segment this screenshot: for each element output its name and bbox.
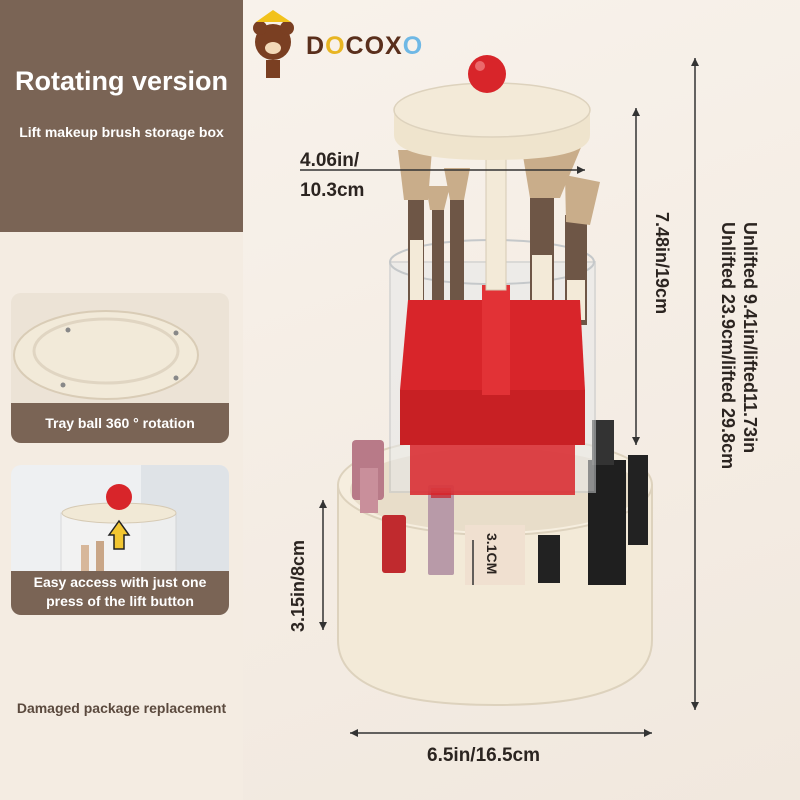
inner-depth-label: 3.1CM <box>484 533 500 575</box>
left-panel: Rotating version Lift makeup brush stora… <box>0 0 243 800</box>
feature-caption-lift-line2: press of the lift button <box>46 593 194 609</box>
base-width-label: 6.5in/16.5cm <box>427 745 541 766</box>
thumbnail-lift: Easy access with just one press of the l… <box>11 465 229 615</box>
thumbnail-tray: Tray ball 360 ° rotation <box>11 293 229 443</box>
tube-height-label: 7.48in/19cm <box>652 212 672 315</box>
feature-caption-rotation: Tray ball 360 ° rotation <box>11 403 229 443</box>
logo-letter-o2: O <box>402 32 424 60</box>
feature-caption-lift-line1: Easy access with just one <box>33 574 207 590</box>
lid-width-cm: 10.3cm <box>300 180 365 201</box>
logo-letter-d: D <box>306 32 326 60</box>
lid-width-in: 4.06in/ <box>300 150 360 171</box>
feature-caption-lift: Easy access with just one press of the l… <box>11 571 229 615</box>
total-height-line1: Unlifted 9.41in/lifted11.73in <box>740 222 760 454</box>
base-height-label: 3.15in/8cm <box>288 539 308 632</box>
panel-subtitle: Lift makeup brush storage box <box>19 124 224 140</box>
panel-title: Rotating version <box>14 66 229 96</box>
header-box: Rotating version Lift makeup brush stora… <box>0 0 243 232</box>
logo-letters-cox: COX <box>345 32 403 60</box>
total-height-line2: Unlifted 23.9cm/lifted 29.8cm <box>718 222 738 470</box>
brand-logo: DOCOXO <box>306 32 423 61</box>
logo-letter-o: O <box>325 32 346 60</box>
damaged-package-note: Damaged package replacement <box>16 700 227 716</box>
